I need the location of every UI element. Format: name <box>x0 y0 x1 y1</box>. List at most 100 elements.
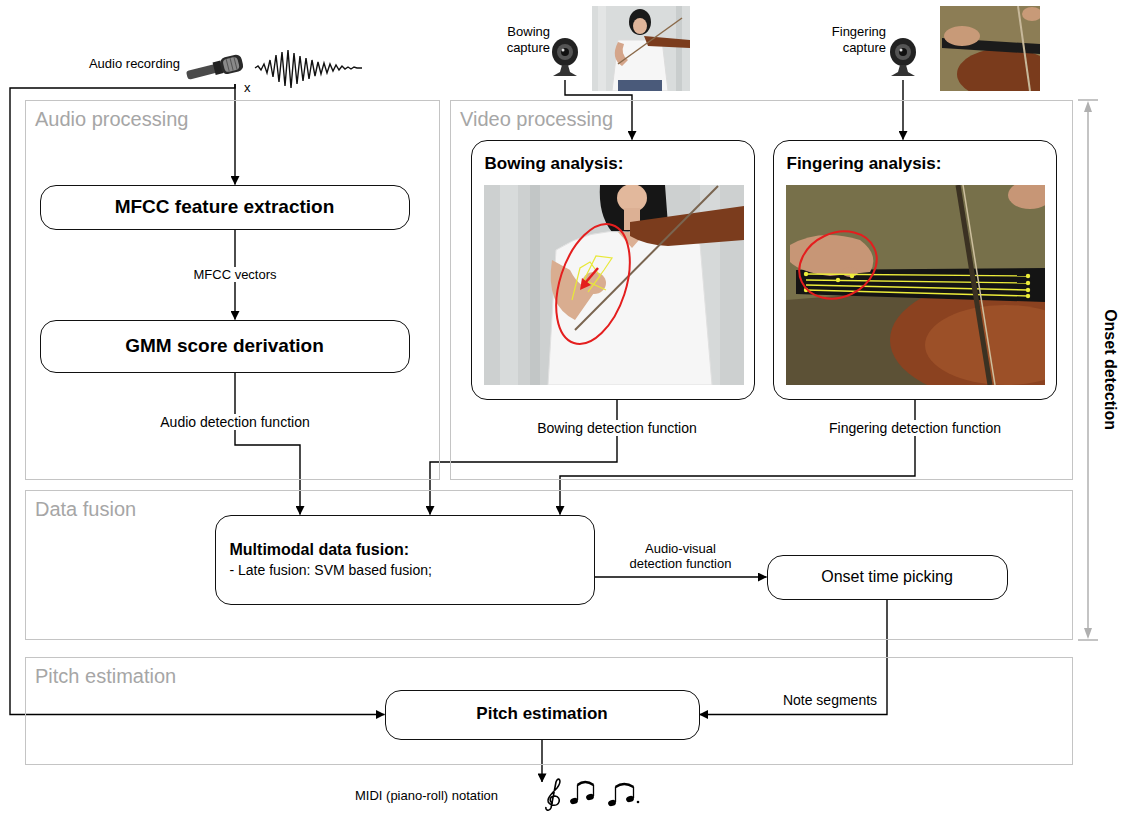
stage-panel: Data fusionMultimodal data fusion:- Late… <box>25 490 1073 640</box>
edge-label: Note segments <box>780 692 880 709</box>
onset-bracket-part <box>1078 100 1098 640</box>
fingering-analysis-image-part <box>1008 185 1045 209</box>
webcam-icon-part <box>895 44 911 60</box>
fingering-photo-part <box>944 26 980 46</box>
bowing-analysis-image-part <box>484 185 744 385</box>
bowing-analysis-image-part <box>572 256 612 300</box>
onset-bracket <box>1078 100 1098 640</box>
analysis-box: Bowing analysis: <box>471 140 755 400</box>
node-text: Onset time picking <box>821 567 953 586</box>
microphone-icon-part-part <box>222 56 240 72</box>
bowing-photo <box>592 6 690 91</box>
node-text: - Late fusion: SVM based fusion; <box>230 561 432 580</box>
fingering-analysis-image-part <box>958 185 990 385</box>
microphone-icon-part-part <box>219 53 244 75</box>
bracket-label: Onset detection <box>1100 310 1119 431</box>
bowing-analysis-image-part <box>500 185 518 385</box>
connector <box>902 80 903 140</box>
webcam-icon-part <box>561 48 569 56</box>
webcam-icon <box>890 38 916 76</box>
waveform-part <box>255 50 362 88</box>
node-text: MFCC feature extraction <box>115 196 335 219</box>
fingering-analysis-image-part-part <box>806 274 1028 276</box>
fingering-analysis-image-part-part <box>806 290 1028 296</box>
music-notes-icon-part <box>578 782 634 787</box>
microphone-icon <box>185 53 244 83</box>
bowing-analysis-image <box>484 185 744 385</box>
fingering-analysis-image-part-part <box>804 272 808 276</box>
fingering-analysis-image-part <box>804 272 1030 298</box>
onset-bracket-part <box>1084 628 1092 639</box>
webcam-icon-part <box>553 65 577 76</box>
signal-label: x <box>244 80 251 96</box>
bowing-analysis-image-part <box>630 206 744 246</box>
process-box: Multimodal data fusion:- Late fusion: SV… <box>215 515 595 605</box>
webcam-icon-part <box>900 49 903 52</box>
music-notes-icon-part <box>578 785 634 802</box>
webcam-icon-part <box>891 65 915 76</box>
edge-label: Fingering detection function <box>826 420 1004 437</box>
bowing-photo-part <box>592 6 690 91</box>
webcam-icon-part <box>562 49 565 52</box>
onset-bracket-part-part <box>1087 104 1089 636</box>
fingering-analysis-image-part-part <box>1026 281 1030 285</box>
webcam-icon-part <box>557 44 573 60</box>
bowing-photo-part <box>633 18 647 34</box>
fingering-photo <box>940 6 1040 91</box>
edge-label: Audio detection function <box>157 414 312 431</box>
node-text: Fingering analysis: <box>787 153 942 175</box>
bowing-analysis-image-part <box>580 278 591 290</box>
connector <box>595 576 767 577</box>
node-text: Audio recording <box>70 56 180 72</box>
source-node: Audio recording <box>70 50 250 84</box>
node-text: Multimodal data fusion: <box>230 539 410 561</box>
connector <box>541 740 542 783</box>
microphone-icon-part <box>185 53 244 83</box>
connector <box>430 400 617 515</box>
webcam-icon <box>552 38 578 76</box>
node-text: Bowing analysis: <box>485 153 624 175</box>
process-box: MFCC feature extraction <box>40 185 410 230</box>
fingering-analysis-image-part <box>788 219 888 311</box>
bowing-photo-part <box>644 36 690 48</box>
source-node: Bowing capture <box>486 20 580 80</box>
bowing-photo-part <box>618 80 662 91</box>
fingering-analysis-image-part <box>806 274 1028 296</box>
process-box: Onset time picking <box>767 555 1008 600</box>
onset-bracket-part <box>1084 101 1092 112</box>
node-text: GMM score derivation <box>125 335 324 358</box>
bowing-photo-part <box>618 18 682 64</box>
webcam-icon-part <box>552 38 578 66</box>
fingering-photo-part <box>1022 7 1040 21</box>
fingering-analysis-image-part-part <box>806 285 1028 290</box>
bowing-analysis-image-part <box>542 215 643 353</box>
fingering-analysis-image <box>786 185 1045 385</box>
fingering-analysis-image-part <box>963 185 995 385</box>
panel-heading: Video processing <box>460 107 613 131</box>
fingering-analysis-image-part-part <box>850 274 854 278</box>
bowing-photo-part <box>598 6 606 91</box>
analysis-box: Fingering analysis: <box>773 140 1057 400</box>
webcam-icon-part <box>899 48 907 56</box>
process-box: Pitch estimation <box>385 690 700 740</box>
webcam-icon-part <box>890 38 916 66</box>
connector <box>10 84 385 715</box>
music-notes-icon-part <box>548 779 560 808</box>
onset-bracket-part-part <box>1078 639 1098 641</box>
panel-heading: Audio processing <box>35 107 188 131</box>
edge-label: Bowing detection function <box>534 420 700 437</box>
node-text: MIDI (piano-roll) notation <box>355 782 645 803</box>
music-notes-icon-part <box>546 807 551 810</box>
bowing-analysis-image-part <box>530 185 540 385</box>
process-box: GMM score derivation <box>40 320 410 373</box>
edge-label: MFCC vectors <box>190 267 279 283</box>
music-notes-icon-part <box>569 793 639 807</box>
fingering-analysis-image-part-part <box>1026 294 1030 298</box>
bowing-analysis-image-part <box>617 185 647 212</box>
bowing-analysis-image-part <box>575 186 718 330</box>
panel-heading: Pitch estimation <box>35 664 176 688</box>
output-node: MIDI (piano-roll) notation <box>355 782 645 810</box>
